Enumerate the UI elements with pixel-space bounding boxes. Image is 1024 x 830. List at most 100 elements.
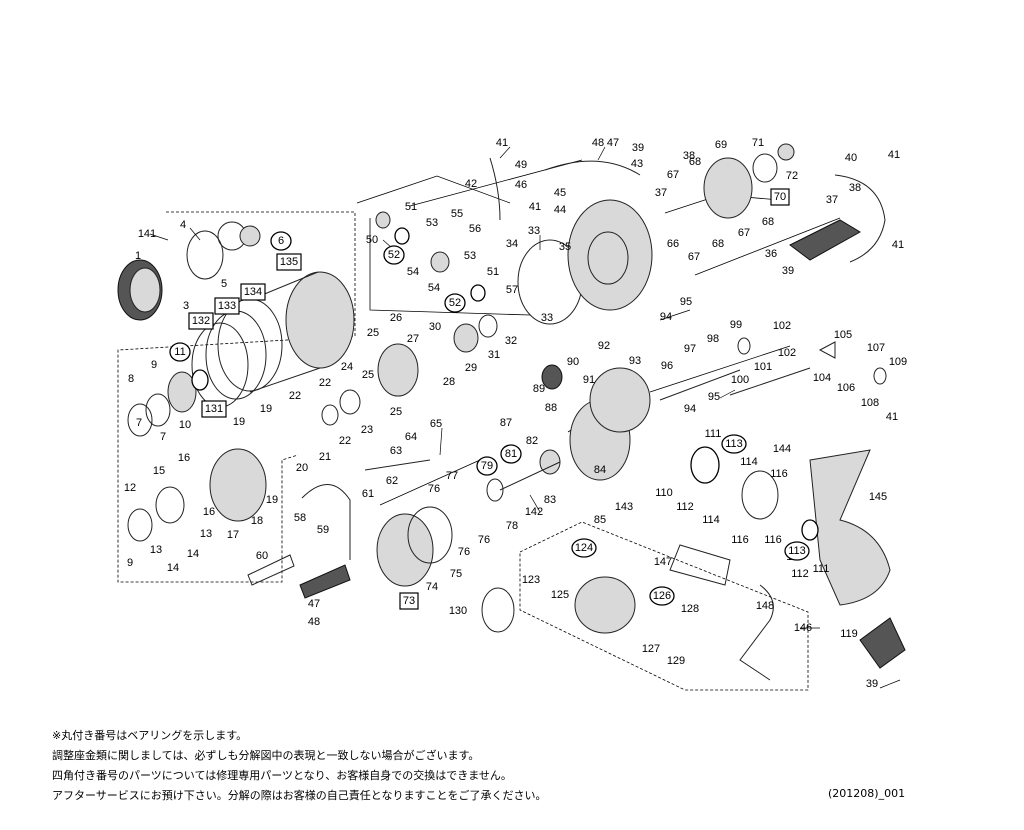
repair-only-box: [214, 297, 240, 315]
part-label: 144: [773, 443, 791, 455]
part-label: 30: [429, 321, 441, 333]
assembly-frames: [117, 159, 841, 691]
part-label: 142: [525, 506, 543, 518]
part-label: 68: [712, 238, 724, 250]
part-label: 37: [655, 187, 667, 199]
part-label: 67: [688, 251, 700, 263]
part-label: 31: [488, 349, 500, 361]
part-label: 114: [740, 456, 758, 468]
part-label: 74: [426, 581, 438, 593]
part-label: 49: [515, 159, 527, 171]
part-label: 44: [554, 204, 566, 216]
part-label: 87: [500, 417, 512, 429]
part-label: 114: [702, 514, 720, 526]
part-label: 127: [642, 643, 660, 655]
part-label: 58: [294, 512, 306, 524]
part-label: 95: [708, 391, 720, 403]
part-label: 109: [889, 356, 907, 368]
bearing-part-label: 11: [174, 346, 185, 358]
part-label: 59: [317, 524, 329, 536]
part-label: 25: [390, 406, 402, 418]
part-label: 110: [655, 487, 673, 499]
bearing-ring-mark: [169, 342, 191, 362]
part-label: 39: [782, 265, 794, 277]
bearing-ring-mark: [383, 245, 405, 265]
part-label: 7: [160, 431, 166, 443]
part-label: 41: [886, 411, 898, 423]
part-label: 78: [506, 520, 518, 532]
bearing-part-label: 81: [505, 448, 517, 460]
part-label: 94: [660, 311, 672, 323]
bearing-part-label: 113: [725, 438, 743, 450]
part-label: 100: [731, 374, 749, 386]
part-label: 76: [478, 534, 490, 546]
bearing-ring-mark: [649, 586, 675, 606]
part-label: 22: [339, 435, 351, 447]
part-label: 53: [426, 217, 438, 229]
part-label: 116: [764, 534, 782, 546]
part-label: 76: [428, 483, 440, 495]
part-label: 88: [545, 402, 557, 414]
note-repair-parts: 四角付き番号のパーツについては修理専用パーツとなり、お客様自身での交換はできませ…: [52, 769, 512, 782]
document-code: (201208)_001: [828, 787, 906, 800]
part-label: 67: [738, 227, 750, 239]
part-label: 1: [135, 250, 141, 262]
note-after-service: アフターサービスにお預け下さい。分解の際はお客様の自己責任となりますことをご了承…: [52, 789, 547, 802]
repair-only-part-label: 131: [205, 403, 223, 415]
part-label: 101: [754, 361, 772, 373]
part-label: 72: [786, 170, 798, 182]
part-label: 123: [522, 574, 540, 586]
note-washers: 調整座金類に関しましては、必ずしも分解図中の表現と一致しない場合がございます。: [52, 749, 480, 762]
part-label: 28: [443, 376, 455, 388]
part-label: 37: [826, 194, 838, 206]
part-label: 25: [362, 369, 374, 381]
part-label: 65: [430, 418, 442, 430]
bearing-part-label: 52: [388, 249, 400, 261]
part-label: 83: [544, 494, 556, 506]
bearing-ring-mark: [784, 541, 810, 561]
part-label: 14: [167, 562, 179, 574]
part-label: 94: [684, 403, 696, 415]
part-label: 62: [386, 475, 398, 487]
part-label: 60: [256, 550, 268, 562]
part-label: 22: [319, 377, 331, 389]
bearing-part-label: 52: [449, 297, 461, 309]
part-label: 145: [869, 491, 887, 503]
part-label: 15: [153, 465, 165, 477]
repair-only-box: [770, 188, 790, 206]
part-label: 119: [840, 628, 858, 640]
part-label: 128: [681, 603, 699, 615]
part-label: 16: [178, 452, 190, 464]
part-label: 8: [128, 373, 134, 385]
part-label: 108: [861, 397, 879, 409]
part-label: 68: [762, 216, 774, 228]
repair-only-part-label: 132: [192, 315, 210, 327]
part-label: 66: [667, 238, 679, 250]
part-label: 51: [487, 266, 499, 278]
repair-only-part-label: 73: [403, 595, 415, 607]
part-label: 39: [632, 142, 644, 154]
part-label: 13: [200, 528, 212, 540]
part-label: 69: [715, 139, 727, 151]
part-label: 71: [752, 137, 764, 149]
part-label: 29: [465, 362, 477, 374]
part-label: 105: [834, 329, 852, 341]
part-label: 47: [607, 137, 619, 149]
repair-only-box: [276, 253, 302, 271]
bearing-ring-mark: [444, 293, 466, 313]
part-label: 33: [528, 225, 540, 237]
part-label: 45: [554, 187, 566, 199]
notes-block: ※丸付き番号はベアリングを示します。 調整座金類に関しましては、必ずしも分解図中…: [52, 726, 772, 806]
part-label: 32: [505, 335, 517, 347]
part-label: 38: [849, 182, 861, 194]
part-label: 24: [341, 361, 353, 373]
repair-only-part-label: 134: [244, 286, 262, 298]
part-label: 76: [458, 546, 470, 558]
part-label: 67: [667, 169, 679, 181]
part-label: 34: [506, 238, 518, 250]
part-label: 41: [892, 239, 904, 251]
part-label: 51: [405, 201, 417, 213]
repair-only-part-label: 70: [774, 191, 786, 203]
